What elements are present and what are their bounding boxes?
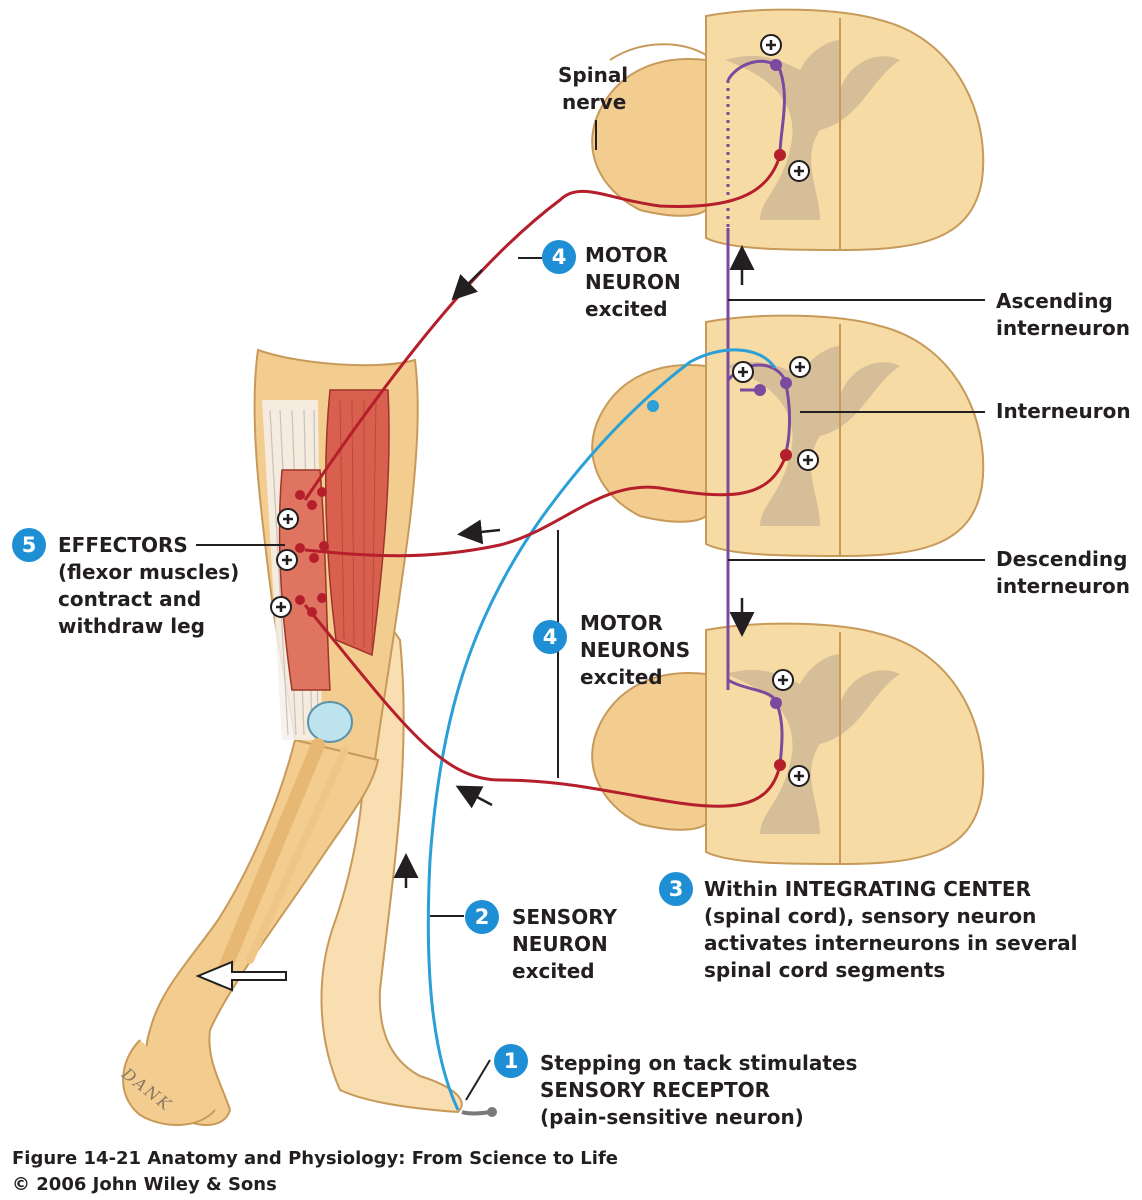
descending-interneuron-label: Descending interneuron bbox=[996, 546, 1130, 600]
step-4-bottom-line-3: excited bbox=[580, 665, 663, 689]
knee-joint bbox=[307, 701, 353, 743]
step-1-badge: 1 bbox=[494, 1044, 528, 1078]
excitatory-synapse-markers bbox=[270, 34, 819, 787]
step-5-line-1: EFFECTORS bbox=[58, 533, 188, 557]
descending-label-line-2: interneuron bbox=[996, 574, 1130, 598]
figure-caption: Figure 14-21 Anatomy and Physiology: Fro… bbox=[12, 1146, 618, 1198]
step-3-line-1: Within INTEGRATING CENTER bbox=[704, 877, 1031, 901]
figure-caption-line-2: © 2006 John Wiley & Sons bbox=[12, 1174, 277, 1195]
figure-caption-line-1: Figure 14-21 Anatomy and Physiology: Fro… bbox=[12, 1148, 618, 1169]
flexor-muscle-2 bbox=[278, 469, 331, 691]
step-4-text-top: MOTOR NEURON excited bbox=[585, 242, 681, 323]
leg-illustration bbox=[122, 348, 463, 1127]
descending-label-line-1: Descending bbox=[996, 547, 1128, 571]
step-4-text-bottom: MOTOR NEURONS excited bbox=[580, 610, 690, 691]
spinal-nerve-label-line-1: Spinal bbox=[558, 63, 629, 87]
step-4-top-line-3: excited bbox=[585, 297, 668, 321]
step-4-top-line-1: MOTOR bbox=[585, 243, 668, 267]
ascending-label-line-1: Ascending bbox=[996, 289, 1113, 313]
step-2-text: SENSORY NEURON excited bbox=[512, 904, 617, 985]
step-4-bottom-line-2: NEURONS bbox=[580, 638, 691, 662]
step-2-line-1: SENSORY bbox=[512, 905, 617, 929]
step-5-line-2: (flexor muscles) bbox=[58, 560, 240, 584]
ascending-label-line-2: interneuron bbox=[996, 316, 1130, 340]
step-5-text: EFFECTORS (flexor muscles) contract and … bbox=[58, 532, 239, 640]
step-3-line-3: activates interneurons in several bbox=[704, 931, 1078, 955]
step-2-line-2: NEURON bbox=[512, 932, 608, 956]
step-4-top-line-2: NEURON bbox=[585, 270, 681, 294]
step-5-badge: 5 bbox=[12, 528, 46, 562]
spinal-cord-segment-top bbox=[591, 8, 985, 252]
leader-lines bbox=[196, 120, 985, 1101]
step-1-line-1: Stepping on tack stimulates bbox=[540, 1051, 858, 1075]
interneuron-column bbox=[726, 59, 792, 766]
step-3-line-4: spinal cord segments bbox=[704, 958, 946, 982]
step-2-badge: 2 bbox=[465, 900, 499, 934]
ascending-interneuron-label: Ascending interneuron bbox=[996, 288, 1130, 342]
spinal-cord-segment-middle bbox=[591, 314, 985, 558]
motor-neurons bbox=[295, 149, 792, 808]
direction-arrows bbox=[393, 245, 755, 888]
step-3-line-2: (spinal cord), sensory neuron bbox=[704, 904, 1037, 928]
back-leg bbox=[320, 559, 463, 1114]
step-4-badge-top: 4 bbox=[542, 240, 576, 274]
step-4-bottom-line-1: MOTOR bbox=[580, 611, 663, 635]
spinal-nerve-label-line-2: nerve bbox=[562, 90, 627, 114]
step-5-line-4: withdraw leg bbox=[58, 614, 205, 638]
tack bbox=[487, 1107, 497, 1117]
spinal-nerve-label: Spinal nerve bbox=[558, 62, 628, 116]
step-4-badge-bottom: 4 bbox=[533, 620, 567, 654]
withdrawal-arrow bbox=[195, 960, 287, 992]
step-2-line-3: excited bbox=[512, 959, 595, 983]
interneuron-label: Interneuron bbox=[996, 399, 1131, 423]
step-5-line-3: contract and bbox=[58, 587, 202, 611]
step-1-line-3: (pain-sensitive neuron) bbox=[540, 1105, 804, 1129]
step-3-text: Within INTEGRATING CENTER (spinal cord),… bbox=[704, 876, 1077, 984]
step-1-text: Stepping on tack stimulates SENSORY RECE… bbox=[540, 1050, 857, 1131]
sensory-neuron bbox=[426, 348, 777, 1111]
step-3-badge: 3 bbox=[659, 872, 693, 906]
step-1-line-2: SENSORY RECEPTOR bbox=[540, 1078, 771, 1102]
